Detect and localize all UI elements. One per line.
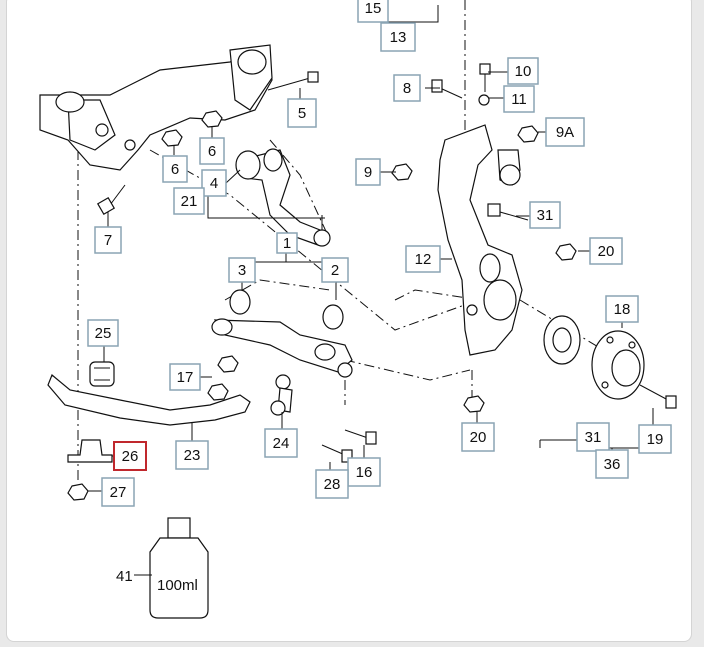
control-arm-1	[211, 289, 353, 378]
callout-box-c8	[393, 74, 421, 102]
callout-label-c2: 2	[331, 262, 339, 279]
callout-box-c21	[173, 187, 205, 215]
nut-27	[67, 483, 89, 501]
callout-label-c25: 25	[95, 325, 112, 342]
drop-link-24	[270, 374, 293, 416]
ball-joint-9a	[497, 125, 539, 186]
callout-box-c10	[507, 57, 539, 85]
parts-layer: 100ml	[39, 0, 677, 619]
callout-label-c13: 13	[390, 29, 407, 46]
callout-box-c27	[101, 477, 135, 507]
callout-box-c1	[276, 232, 298, 254]
callout-box-c9	[355, 158, 381, 186]
callout-label-c1: 1	[283, 235, 291, 252]
callout-label-c20b: 20	[470, 429, 487, 446]
steering-knuckle-12	[437, 124, 523, 356]
callout-label-c5: 5	[298, 105, 306, 122]
nut-17b	[207, 383, 229, 401]
callout-box-c7	[94, 226, 122, 254]
callout-label-c21: 21	[181, 193, 198, 210]
callout-label-c15: 15	[365, 0, 382, 17]
callout-box-c5	[287, 98, 317, 128]
callout-label-c26: 26	[122, 448, 139, 465]
callout-label-c23: 23	[184, 447, 201, 464]
callout-label-c31b: 31	[585, 429, 602, 446]
callout-box-c28	[315, 469, 349, 499]
callout-box-c31a	[529, 201, 561, 229]
nut-6a	[161, 129, 183, 147]
callout-box-c24	[264, 428, 298, 458]
callout-label-c16: 16	[356, 464, 373, 481]
callout-label-c28: 28	[324, 476, 341, 493]
callout-box-c23	[175, 440, 209, 470]
callout-label-c24: 24	[273, 435, 290, 452]
callout-box-c19	[638, 424, 672, 454]
wheel-hub	[591, 330, 645, 400]
callout-label-c36: 36	[604, 456, 621, 473]
callout-label-c4: 4	[210, 175, 218, 192]
bolt-31	[487, 203, 529, 221]
bushing-25	[89, 361, 115, 387]
callout-box-c12	[405, 245, 441, 273]
callout-label-c8: 8	[403, 80, 411, 97]
bottle-label: 100ml	[157, 577, 198, 594]
callout-box-c2	[321, 257, 349, 283]
callout-label-c20a: 20	[598, 243, 615, 260]
bolt-7	[96, 184, 126, 216]
callout-box-c20b	[461, 422, 495, 452]
subframe	[39, 44, 273, 171]
callout-label-c11: 11	[511, 91, 527, 108]
callout-box-c6b	[199, 137, 225, 165]
callout-label-c27: 27	[110, 484, 127, 501]
bolt-5	[267, 71, 319, 91]
callout-box-c26	[113, 441, 147, 471]
control-arm-21	[235, 148, 331, 247]
anti-roll-bar-23	[47, 374, 251, 426]
callout-41: 41	[116, 568, 133, 585]
callout-label-c9A: 9A	[556, 124, 574, 141]
callout-box-c15	[357, 0, 389, 23]
wheel-bearing-18	[543, 315, 581, 365]
callout-box-c4	[201, 169, 227, 197]
callout-box-c20a	[589, 237, 623, 265]
callout-label-c19: 19	[647, 431, 664, 448]
callout-box-c11	[503, 85, 535, 113]
callout-label-c6a: 6	[171, 161, 179, 178]
callout-label-c7: 7	[104, 232, 112, 249]
bolt-28	[321, 444, 353, 463]
nut-20b	[463, 395, 485, 413]
callout-box-c13	[380, 22, 416, 52]
nut-17	[217, 355, 239, 373]
bolt-8	[431, 79, 463, 99]
nut-6b	[201, 110, 223, 128]
callout-label-c18: 18	[614, 301, 631, 318]
callout-label-c12: 12	[415, 251, 432, 268]
bolt-16	[344, 429, 377, 445]
callout-box-c36	[595, 449, 629, 479]
callout-box-c6a	[162, 155, 188, 183]
callout-box-c31b	[576, 422, 610, 452]
callout-label-c17: 17	[177, 369, 194, 386]
callout-label-c9: 9	[364, 164, 372, 181]
fluid-bottle-41: 100ml	[149, 517, 209, 619]
clamp-26	[67, 439, 113, 463]
callout-label-c3: 3	[238, 262, 246, 279]
nut-20a	[555, 243, 577, 261]
callout-label-c6b: 6	[208, 143, 216, 160]
callout-box-c3	[228, 257, 256, 283]
callout-box-c25	[87, 319, 119, 347]
callout-label-c31a: 31	[537, 207, 554, 224]
bolt-10	[478, 63, 491, 106]
callout-box-c17	[169, 363, 201, 391]
callout-box-c18	[605, 295, 639, 323]
callout-box-c16	[347, 457, 381, 487]
callout-box-c9A	[545, 117, 585, 147]
bolt-19	[639, 384, 677, 409]
callout-label-c10: 10	[515, 63, 532, 80]
nut-9	[391, 163, 413, 181]
